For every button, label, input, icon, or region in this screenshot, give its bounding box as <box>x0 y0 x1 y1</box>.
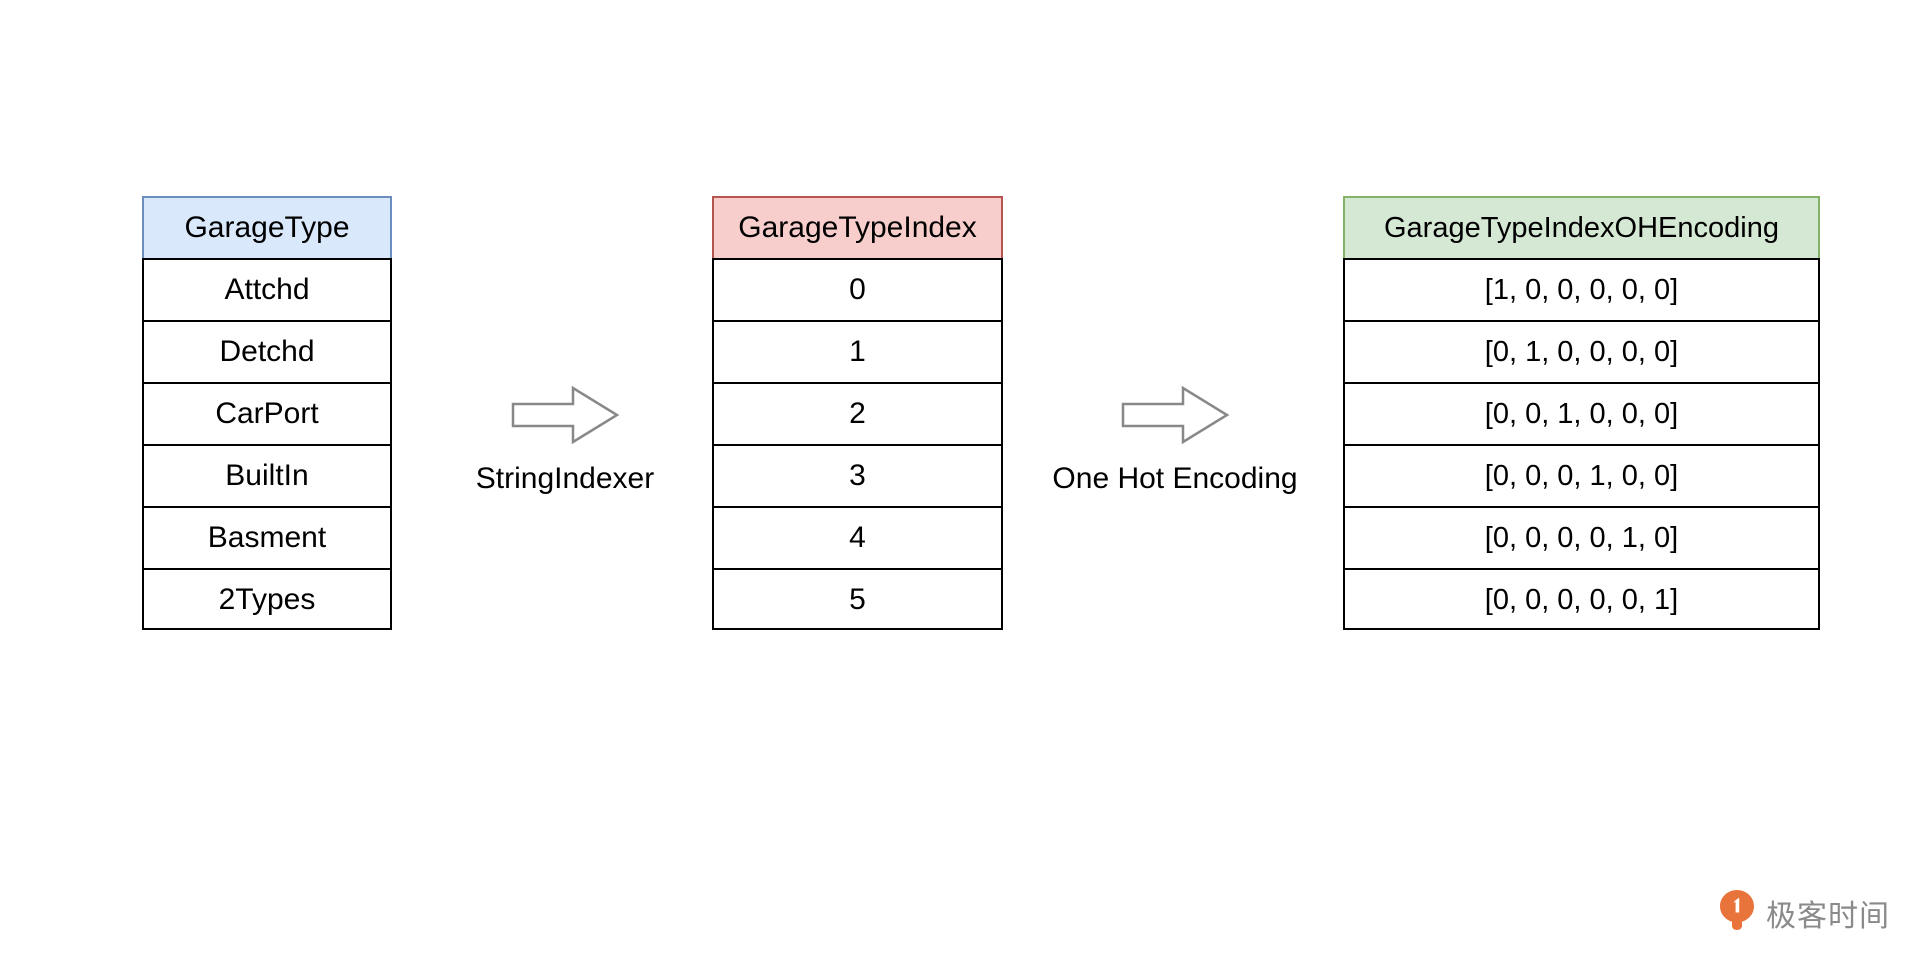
watermark: 极客时间 <box>1718 888 1890 937</box>
watermark-text: 极客时间 <box>1766 899 1890 933</box>
table-row: [1, 0, 0, 0, 0, 0] <box>1343 258 1820 320</box>
table-row: 4 <box>712 506 1003 568</box>
table-row: CarPort <box>142 382 392 444</box>
table-row: [0, 0, 0, 0, 1, 0] <box>1343 506 1820 568</box>
table-row: 2 <box>712 382 1003 444</box>
step-one-hot-encoding-label: One Hot Encoding <box>1052 462 1298 495</box>
right-block-arrow-icon <box>400 385 730 450</box>
table-garage-type-ohe-header: GarageTypeIndexOHEncoding <box>1343 196 1820 258</box>
table-garage-type-index-header: GarageTypeIndex <box>712 196 1003 258</box>
table-row: Basment <box>142 506 392 568</box>
table-row: [0, 0, 1, 0, 0, 0] <box>1343 382 1820 444</box>
table-row: [0, 0, 0, 1, 0, 0] <box>1343 444 1820 506</box>
table-row: Detchd <box>142 320 392 382</box>
right-block-arrow-icon <box>1010 385 1340 450</box>
geektime-logo-icon <box>1718 888 1756 937</box>
table-row: 0 <box>712 258 1003 320</box>
table-garage-type-ohe: GarageTypeIndexOHEncoding [1, 0, 0, 0, 0… <box>1343 196 1820 630</box>
table-row: Attchd <box>142 258 392 320</box>
table-row: [0, 0, 0, 0, 0, 1] <box>1343 568 1820 630</box>
table-garage-type: GarageType Attchd Detchd CarPort BuiltIn… <box>142 196 392 630</box>
step-one-hot-encoding: One Hot Encoding <box>1010 385 1340 496</box>
table-row: 1 <box>712 320 1003 382</box>
step-string-indexer-label: StringIndexer <box>475 462 655 495</box>
table-garage-type-header: GarageType <box>142 196 392 258</box>
table-row: 5 <box>712 568 1003 630</box>
table-row: 3 <box>712 444 1003 506</box>
table-row: BuiltIn <box>142 444 392 506</box>
step-string-indexer: StringIndexer <box>400 385 730 496</box>
table-row: 2Types <box>142 568 392 630</box>
table-garage-type-index: GarageTypeIndex 0 1 2 3 4 5 <box>712 196 1003 630</box>
table-row: [0, 1, 0, 0, 0, 0] <box>1343 320 1820 382</box>
